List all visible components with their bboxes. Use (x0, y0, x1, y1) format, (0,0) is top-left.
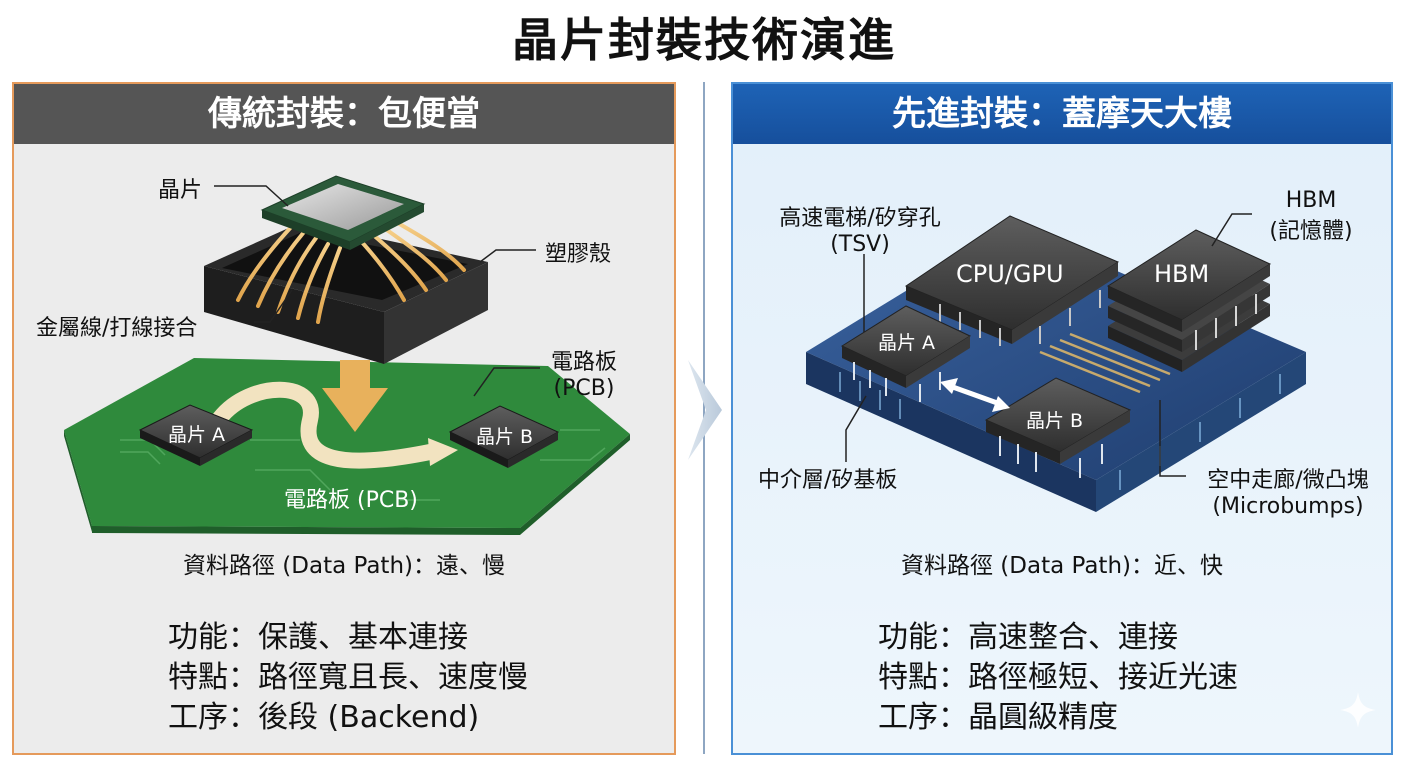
right-data-path: 資料路徑 (Data Path)：近、快 (900, 553, 1223, 579)
pcb-route-label: 電路板 (PCB) (284, 488, 418, 513)
microbump-label-line2: (Microbumps) (1212, 494, 1364, 519)
packaged-chip (260, 175, 426, 250)
interposer-chip-b (984, 377, 1132, 478)
hbm-stack (1106, 229, 1272, 372)
pcb-route-arrowhead (428, 438, 458, 466)
pcb-chip-b (448, 405, 560, 468)
hbm-label-line1: HBM (1285, 188, 1337, 213)
interposer-label: 中介層/矽基板 (758, 468, 898, 493)
bidirectional-arrow-icon (940, 378, 1010, 412)
hbm-chip-label: HBM (1154, 260, 1210, 288)
interposer-chip-a (840, 305, 972, 402)
microbump-label: 空中走廊/微凸塊 (Microbumps) (1186, 462, 1390, 519)
pcb-label: 電路板 (PCB) (540, 344, 628, 401)
chip-label: 晶片 (158, 178, 203, 203)
microbump-label-line1: 空中走廊/微凸塊 (1207, 468, 1369, 493)
cpu-gpu-die (904, 215, 1120, 346)
tsv-label-line2: (TSV) (830, 232, 890, 257)
pcb-label-line2: (PCB) (553, 376, 615, 401)
gold-wires (236, 220, 466, 324)
right-info-feature: 特點：路徑極短、接近光速 (878, 660, 1238, 695)
pcb-board (64, 358, 630, 535)
wire-bond-label: 金屬線/打線接合 (36, 316, 198, 341)
transition-arrow-icon (688, 360, 722, 460)
pcb-chip-a-label: 晶片 A (168, 424, 226, 446)
right-info-process: 工序：晶圓級精度 (878, 700, 1118, 735)
hbm-label: HBM (記憶體) (1256, 188, 1366, 245)
pcb-chip-a (138, 404, 254, 466)
plastic-shell-label: 塑膠殼 (545, 242, 612, 267)
right-info-function: 功能：高速整合、連接 (878, 620, 1178, 655)
left-info-process: 工序：後段 (Backend) (168, 700, 480, 735)
left-info-feature: 特點：路徑寬且長、速度慢 (168, 660, 528, 695)
hbm-label-line2: (記憶體) (1269, 219, 1353, 244)
pcb-chip-b-label: 晶片 B (476, 426, 534, 448)
cpu-gpu-label: CPU/GPU (956, 260, 1064, 288)
pcb-label-line1: 電路板 (550, 350, 617, 375)
traditional-packaging-header: 傳統封裝：包便當 (14, 84, 674, 144)
right-info-list: 功能：高速整合、連接 特點：路徑極短、接近光速 工序：晶圓級精度 (878, 618, 1238, 738)
page-title: 晶片封裝技術演進 (512, 13, 896, 67)
interposer-chip-b-label: 晶片 B (1026, 410, 1084, 432)
tsv-label: 高速電梯/矽穿孔 (TSV) (756, 200, 964, 257)
left-info-list: 功能：保護、基本連接 特點：路徑寬且長、速度慢 工序：後段 (Backend) (168, 618, 528, 738)
down-arrow-icon (322, 360, 388, 432)
left-info-function: 功能：保護、基本連接 (168, 620, 468, 655)
advanced-packaging-header: 先進封裝：蓋摩天大樓 (733, 84, 1391, 144)
sparkle-icon (1340, 692, 1376, 728)
pcb-route-arrow (212, 381, 438, 469)
interposer-chip-a-label: 晶片 A (878, 332, 936, 354)
tsv-label-line1: 高速電梯/矽穿孔 (779, 206, 941, 231)
left-data-path: 資料路徑 (Data Path)：遠、慢 (182, 553, 505, 579)
